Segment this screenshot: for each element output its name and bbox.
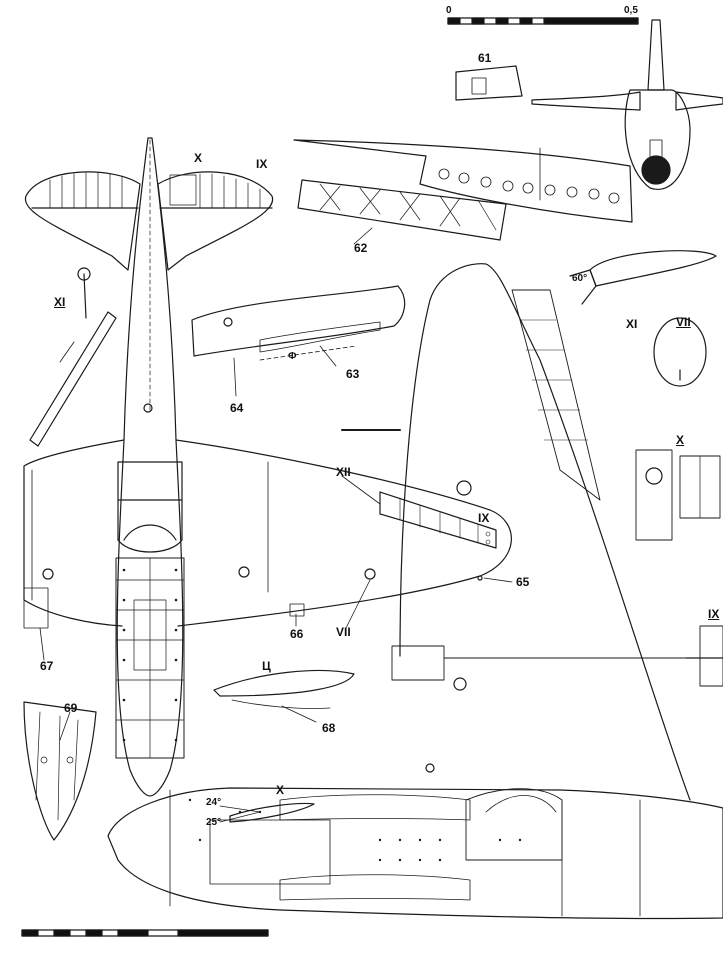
scale-bar-top — [447, 17, 639, 25]
fuselage-side-view — [107, 763, 723, 920]
detail-ix-mechanism — [685, 625, 723, 687]
label-65: 65 — [516, 575, 530, 589]
tailplane-top-view — [24, 171, 274, 271]
label-69: 69 — [64, 701, 78, 715]
label-67: 67 — [40, 659, 54, 673]
label-angle-60: 60° — [572, 273, 588, 284]
fin-side-view — [341, 263, 723, 801]
label-66: 66 — [290, 627, 304, 641]
leader-lines — [39, 227, 513, 741]
front-view-aircraft — [531, 19, 723, 190]
airfoil-section-xi — [569, 250, 717, 305]
label-angle-24: 24° — [206, 797, 222, 808]
outer-wing-panel — [293, 139, 633, 223]
label-angle-25: 25° — [206, 817, 222, 828]
scale-bar-start: 0 — [446, 5, 452, 16]
detail-x-mechanism — [635, 449, 721, 541]
label-61: 61 — [478, 51, 492, 65]
scale-bar-bottom — [21, 929, 269, 937]
label-xi-left: XI — [54, 295, 66, 309]
part-68-fairing — [213, 669, 355, 709]
part-69-nose-panel — [23, 701, 97, 841]
part-63-aileron — [191, 285, 406, 361]
label-68: 68 — [322, 721, 336, 735]
part-61-panel — [455, 65, 523, 101]
label-ix-wing: IX — [478, 511, 490, 525]
label-ix-top: IX — [256, 157, 268, 171]
label-x-section: X — [276, 783, 285, 797]
label-ts: Ц — [262, 659, 271, 673]
label-vii-wing: VII — [336, 625, 351, 639]
label-xi-right: XI — [626, 317, 638, 331]
label-63: 63 — [346, 367, 360, 381]
label-phi-mark: Ф — [288, 351, 297, 362]
label-62: 62 — [354, 241, 368, 255]
scale-bar-end: 0,5 — [624, 5, 638, 16]
part-62-flap — [297, 179, 507, 241]
main-wing-top-view — [23, 439, 512, 629]
label-x-top: X — [194, 151, 203, 165]
label-vii-right: VII — [676, 315, 691, 329]
fuselage-top-view — [115, 137, 185, 797]
label-ix-edge: IX — [708, 607, 720, 621]
label-xii-wing: XII — [336, 465, 351, 479]
part-xi-assembly — [29, 267, 117, 447]
label-64: 64 — [230, 401, 244, 415]
label-x-right: X — [676, 433, 685, 447]
inspection-cover-vii — [653, 317, 707, 387]
